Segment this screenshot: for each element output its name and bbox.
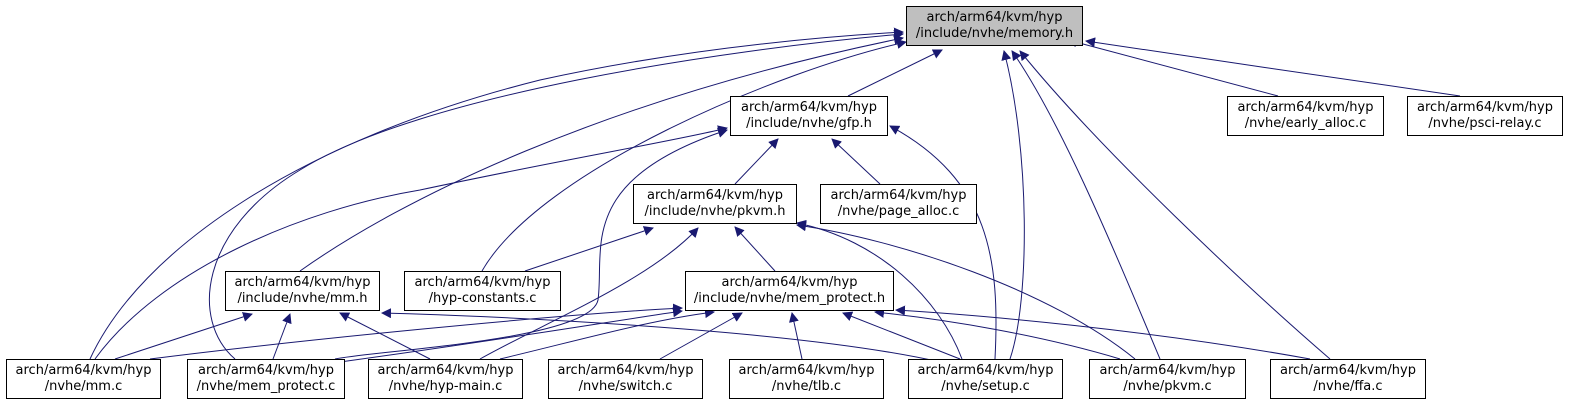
node-hyp-main-c[interactable]: arch/arm64/kvm/hyp /nvhe/hyp-main.c	[368, 359, 523, 399]
node-psci-relay-c-line2: /nvhe/psci-relay.c	[1428, 116, 1542, 131]
node-ffa-c[interactable]: arch/arm64/kvm/hyp /nvhe/ffa.c	[1270, 359, 1426, 399]
edge-tlb_c-to-mem_protect_h	[789, 312, 803, 360]
node-setup-c-line2: /nvhe/setup.c	[941, 379, 1030, 394]
node-ffa-c-line2: /nvhe/ffa.c	[1313, 379, 1383, 394]
edge-mm_c-to-memory_h	[89, 27, 904, 360]
node-mem-protect-c-line2: /nvhe/mem_protect.c	[196, 379, 336, 394]
node-page-alloc-c-line1: arch/arm64/kvm/hyp	[830, 188, 967, 203]
node-switch-c-line1: arch/arm64/kvm/hyp	[557, 363, 694, 378]
edge-hyp_main_c-to-mem_protect_h	[499, 308, 715, 360]
edge-mem_protect_c-to-mem_protect_h	[339, 307, 683, 363]
node-mm-c-line1: arch/arm64/kvm/hyp	[15, 363, 152, 378]
node-gfp-h-line2: /include/nvhe/gfp.h	[746, 116, 872, 131]
edge-switch_c-to-mem_protect_h	[659, 312, 743, 360]
node-pkvm-c[interactable]: arch/arm64/kvm/hyp /nvhe/pkvm.c	[1089, 359, 1246, 399]
node-setup-c-line1: arch/arm64/kvm/hyp	[917, 363, 1054, 378]
node-memory-h: arch/arm64/kvm/hyp /include/nvhe/memory.…	[906, 6, 1083, 46]
node-tlb-c[interactable]: arch/arm64/kvm/hyp /nvhe/tlb.c	[729, 359, 884, 399]
node-page-alloc-c[interactable]: arch/arm64/kvm/hyp /nvhe/page_alloc.c	[820, 184, 977, 224]
edge-page_alloc_c-to-gfp_h	[831, 138, 881, 185]
edge-pkvm_h-to-gfp_h	[734, 138, 779, 185]
edge-setup_c-to-pkvm_h	[796, 219, 963, 360]
edge-mem_protect_c-to-memory_h	[208, 29, 904, 360]
edge-mm_h-to-memory_h	[299, 34, 904, 272]
edge-setup_c-to-mm_h	[381, 308, 941, 363]
edge-mm_c-to-gfp_h	[94, 125, 728, 360]
node-gfp-h-line1: arch/arm64/kvm/hyp	[741, 100, 877, 115]
node-hyp-constants-c-line1: arch/arm64/kvm/hyp	[414, 275, 551, 290]
node-mm-h-line2: /include/nvhe/mm.h	[237, 291, 368, 306]
edge-pkvm_c-to-pkvm_h	[796, 221, 1136, 360]
edge-early_alloc_c-to-memory_h	[1067, 37, 1279, 97]
node-mm-c[interactable]: arch/arm64/kvm/hyp /nvhe/mm.c	[6, 359, 161, 399]
node-setup-c[interactable]: arch/arm64/kvm/hyp /nvhe/setup.c	[908, 359, 1063, 399]
edge-setup_c-to-mem_protect_h	[842, 311, 961, 360]
node-mem-protect-h-line1: arch/arm64/kvm/hyp	[721, 275, 858, 290]
node-mem-protect-c-line1: arch/arm64/kvm/hyp	[198, 363, 334, 378]
node-mem-protect-c[interactable]: arch/arm64/kvm/hyp /nvhe/mem_protect.c	[187, 359, 345, 399]
node-memory-h-line2: /include/nvhe/memory.h	[915, 26, 1074, 41]
node-switch-c[interactable]: arch/arm64/kvm/hyp /nvhe/switch.c	[548, 359, 703, 399]
edge-pkvm_c-to-mem_protect_h	[874, 307, 1121, 360]
edge-ffa_c-to-mem_protect_h	[895, 305, 1311, 360]
node-pkvm-c-line1: arch/arm64/kvm/hyp	[1099, 363, 1236, 378]
edge-hyp_constants_c-to-pkvm_h	[524, 226, 654, 272]
node-memory-h-line1: arch/arm64/kvm/hyp	[926, 10, 1063, 25]
edge-mm_c-to-mem_protect_h	[149, 303, 683, 360]
edge-hyp_main_c-to-pkvm_h	[479, 227, 699, 360]
node-hyp-constants-c[interactable]: arch/arm64/kvm/hyp /hyp-constants.c	[404, 271, 561, 311]
node-hyp-constants-c-line2: /hyp-constants.c	[428, 291, 537, 306]
node-ffa-c-line1: arch/arm64/kvm/hyp	[1280, 363, 1416, 378]
edge-setup_c-to-gfp_h	[889, 125, 997, 360]
edge-gfp_h-to-memory_h	[847, 49, 943, 97]
node-pkvm-h[interactable]: arch/arm64/kvm/hyp /include/nvhe/pkvm.h	[633, 184, 797, 224]
edge-psci_relay_c-to-memory_h	[1085, 37, 1461, 97]
node-psci-relay-c[interactable]: arch/arm64/kvm/hyp /nvhe/psci-relay.c	[1407, 96, 1563, 136]
node-mem-protect-h-line2: /include/nvhe/mem_protect.h	[693, 291, 886, 306]
node-switch-c-line2: /nvhe/switch.c	[578, 379, 673, 394]
node-early-alloc-c-line2: /nvhe/early_alloc.c	[1244, 116, 1367, 131]
node-mem-protect-h[interactable]: arch/arm64/kvm/hyp /include/nvhe/mem_pro…	[685, 271, 894, 311]
node-hyp-main-c-line1: arch/arm64/kvm/hyp	[377, 363, 514, 378]
edge-pkvm_c-to-memory_h	[1011, 50, 1161, 360]
edge-mm_c-to-mm_h	[114, 312, 253, 360]
node-hyp-main-c-line2: /nvhe/hyp-main.c	[388, 379, 503, 394]
node-pkvm-h-line2: /include/nvhe/pkvm.h	[644, 204, 786, 219]
node-page-alloc-c-line2: /nvhe/page_alloc.c	[837, 204, 960, 219]
node-pkvm-h-line1: arch/arm64/kvm/hyp	[647, 188, 783, 203]
node-early-alloc-c[interactable]: arch/arm64/kvm/hyp /nvhe/early_alloc.c	[1227, 96, 1384, 136]
edge-ffa_c-to-memory_h	[1019, 50, 1331, 360]
edge-mem_protect_c-to-mm_h	[272, 313, 292, 360]
edge-hyp_constants_c-to-memory_h	[481, 39, 907, 272]
edge-mem_protect_c-to-gfp_h	[334, 128, 728, 360]
node-early-alloc-c-line1: arch/arm64/kvm/hyp	[1237, 100, 1374, 115]
node-tlb-c-line1: arch/arm64/kvm/hyp	[738, 363, 875, 378]
node-tlb-c-line2: /nvhe/tlb.c	[771, 379, 842, 394]
node-pkvm-c-line2: /nvhe/pkvm.c	[1123, 379, 1212, 394]
edge-setup_c-to-memory_h	[1001, 50, 1025, 360]
node-mm-h-line1: arch/arm64/kvm/hyp	[234, 275, 371, 290]
node-mm-c-line2: /nvhe/mm.c	[44, 379, 123, 394]
edge-mem_protect_h-to-pkvm_h	[734, 226, 776, 272]
node-gfp-h[interactable]: arch/arm64/kvm/hyp /include/nvhe/gfp.h	[730, 96, 888, 136]
node-mm-h[interactable]: arch/arm64/kvm/hyp /include/nvhe/mm.h	[225, 271, 380, 311]
node-psci-relay-c-line1: arch/arm64/kvm/hyp	[1417, 100, 1553, 115]
